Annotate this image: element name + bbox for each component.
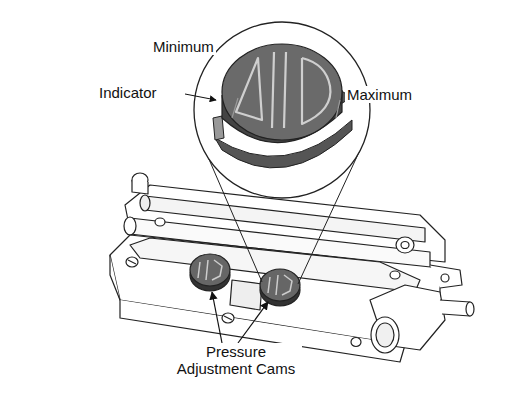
part-label: Indicator bbox=[97, 84, 159, 101]
part-label: Pressure Adjustment Cams bbox=[170, 343, 302, 377]
scale-label: Maximum bbox=[345, 86, 414, 103]
scale-label: Minimum bbox=[151, 38, 216, 55]
